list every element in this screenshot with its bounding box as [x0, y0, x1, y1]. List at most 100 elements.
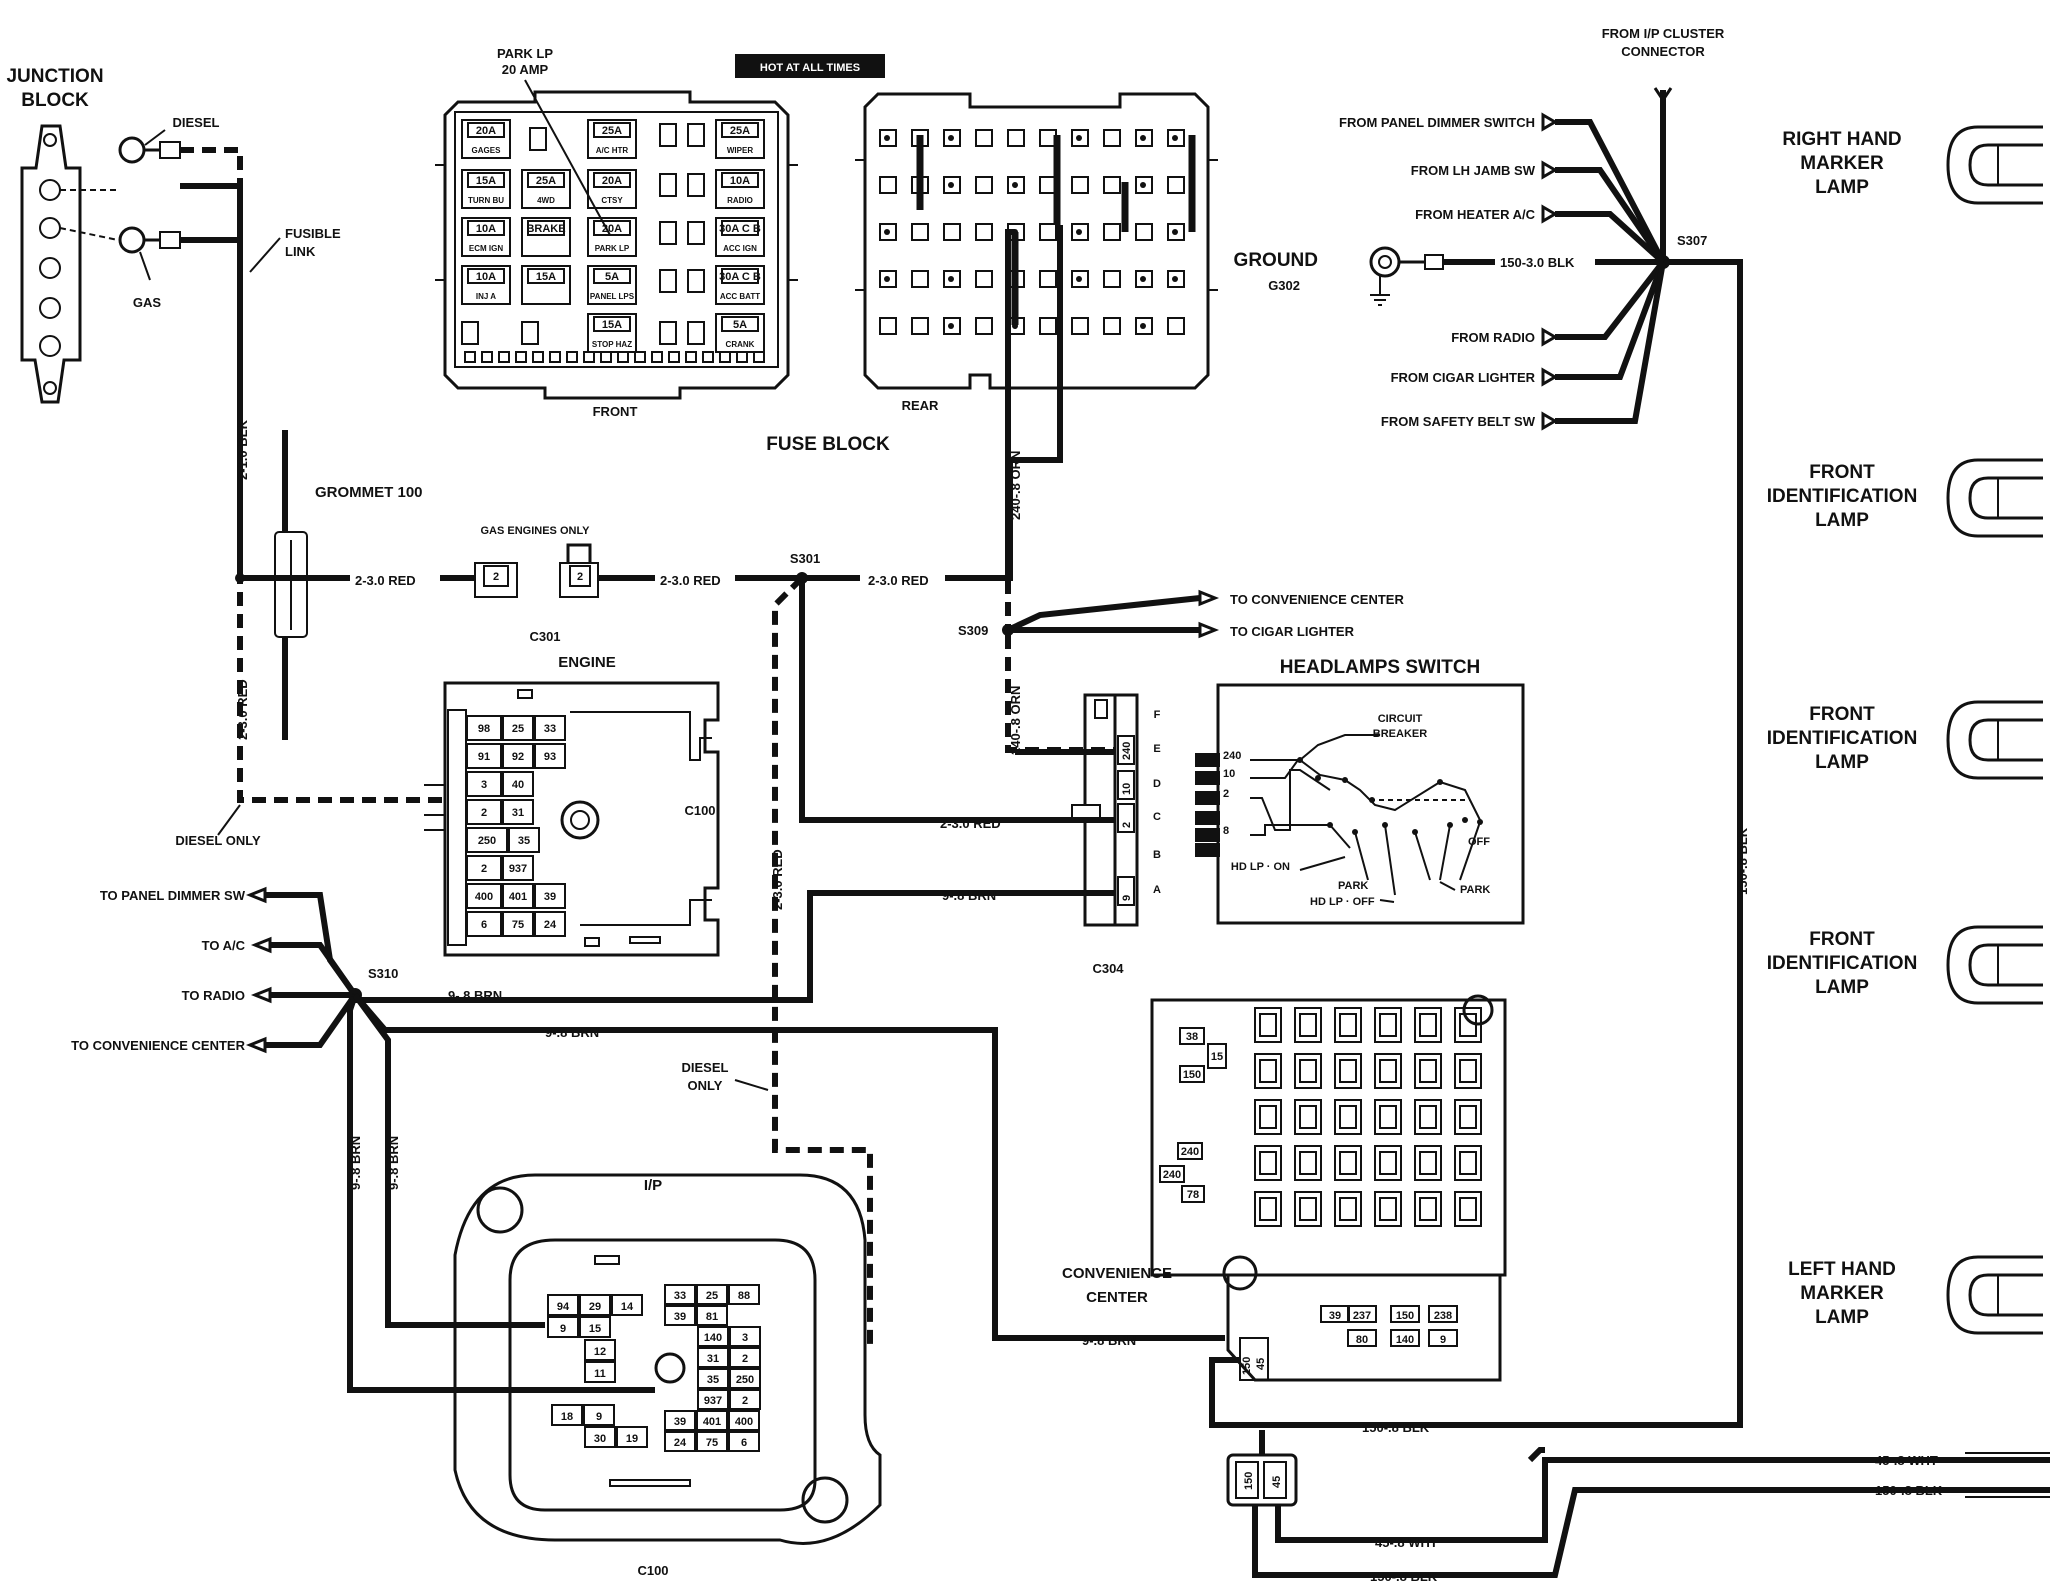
circuit-breaker-label-1: CIRCUIT	[1378, 713, 1423, 725]
fuse-name: TURN BU	[468, 196, 504, 205]
rear-slot	[1071, 129, 1089, 147]
brn-to-headlamp: 9-.8 BRN 9-.8 BRN	[355, 888, 1115, 1003]
cc-conn-45: 45	[1255, 1358, 1267, 1370]
cc-conn-150: 150	[1241, 1357, 1253, 1375]
fuse-slot	[464, 351, 476, 363]
rear-slot	[1071, 176, 1089, 194]
rear-slot	[879, 129, 897, 147]
rear-slot	[943, 270, 961, 288]
lamp-label: MARKER	[1800, 1283, 1884, 1304]
junction-block-label-1: JUNCTION	[6, 66, 103, 87]
ip-c100-cell: 29	[589, 1301, 601, 1313]
ip-cluster-label-1: FROM I/P CLUSTER	[1602, 26, 1725, 41]
rear-terminal	[884, 229, 890, 235]
fuse-slot	[659, 269, 677, 293]
off-label: OFF	[1468, 836, 1490, 848]
grommet-100: GROMMET 100	[274, 430, 423, 740]
cc-bottom-cell: 39	[1329, 1310, 1341, 1322]
wire-2-3-0-red-v: 2-3.0 RED	[235, 679, 250, 740]
rear-terminal	[1140, 323, 1146, 329]
fuse-rating: 30A C B	[719, 271, 761, 283]
lamp-label: RIGHT HAND	[1782, 129, 1901, 150]
cc-fuse	[1414, 1191, 1442, 1227]
ip-c100-cell: 25	[706, 1290, 718, 1302]
c304-pin-b: B	[1153, 849, 1161, 861]
ip-c100-cell: 9	[596, 1411, 602, 1423]
fuse-slot	[461, 321, 479, 345]
hot-at-all-times-label: HOT AT ALL TIMES	[760, 62, 860, 74]
circuit-breaker-label-2: BREAKER	[1373, 728, 1427, 740]
lamp-label: FRONT	[1809, 462, 1875, 483]
lower-conn-45: 45	[1271, 1476, 1283, 1488]
c304-pin-e: E	[1153, 743, 1160, 755]
hl-circuit: 2	[1223, 788, 1229, 800]
fuse-slot	[659, 221, 677, 245]
cc-fuse	[1294, 1145, 1322, 1181]
ip-c100-cell: 14	[621, 1301, 634, 1313]
wire-9-brn-a: 9-.8 BRN	[942, 888, 996, 903]
rear-slot	[1039, 317, 1057, 335]
rear-slot	[1167, 317, 1185, 335]
rear-terminal	[1076, 135, 1082, 141]
cc-cell: 38	[1186, 1031, 1198, 1043]
cc-fuse	[1454, 1145, 1482, 1181]
wire-9-brn-d: 9-.8 BRN	[1082, 1333, 1136, 1348]
fuse-slot	[687, 269, 705, 293]
ip-c100-cell: 35	[707, 1374, 719, 1386]
s310-target-2: TO RADIO	[182, 988, 245, 1003]
park-lp-label-2: 20 AMP	[502, 62, 549, 77]
junction-block-label-2: BLOCK	[21, 90, 89, 111]
fusible-links: DIESEL GAS FUSIBLE LINK	[59, 115, 341, 310]
lamp-label: LEFT HAND	[1788, 1259, 1896, 1280]
ip-c100-cell: 2	[742, 1395, 748, 1407]
fuse-slot	[481, 351, 493, 363]
ip-c100-cell: 88	[738, 1290, 750, 1302]
rear-slot	[1071, 223, 1089, 241]
circuit-150-blk: 150-.8 BLK 150-.8 BLK	[1209, 259, 1750, 1435]
rear-slot	[1007, 129, 1025, 147]
rear-terminal	[1076, 276, 1082, 282]
c304-pin-c: C	[1153, 811, 1161, 823]
gas-engines-only-label: GAS ENGINES ONLY	[480, 525, 590, 537]
fuse-rating: 30A C B	[719, 223, 761, 235]
rear-slot	[1135, 223, 1153, 241]
rear-slot	[1167, 270, 1185, 288]
fuse-rating: 20A	[602, 223, 622, 235]
fuse-rating: 20A	[476, 125, 496, 137]
lamp-label: LAMP	[1815, 177, 1869, 198]
rear-terminal	[884, 135, 890, 141]
cc-fuse	[1254, 1053, 1282, 1089]
rear-slot	[975, 176, 993, 194]
rear-slot	[1071, 317, 1089, 335]
wire-150-blk-b: 150-.8 BLK	[1370, 1569, 1438, 1584]
fuse-slot	[659, 321, 677, 345]
engine-c100-cell: 35	[518, 835, 530, 847]
rear-terminal	[1140, 135, 1146, 141]
cc-bottom-cell: 150	[1396, 1310, 1414, 1322]
wire-9-brn-v2: 9-.8 BRN	[386, 1136, 401, 1190]
ip-c100-cell: 400	[735, 1416, 753, 1428]
hl-circuit: 8	[1223, 825, 1229, 837]
front-label: FRONT	[593, 404, 638, 419]
cc-cell: 15	[1211, 1051, 1223, 1063]
engine-c100-cell: 92	[512, 751, 524, 763]
from-cigar-lighter: FROM CIGAR LIGHTER	[1391, 370, 1536, 385]
fuse-block-rear: REAR	[855, 92, 1218, 413]
engine-c100-cell: 2	[481, 807, 487, 819]
hl-pin	[1195, 771, 1220, 785]
lamp-housing	[1946, 458, 2043, 538]
wire-150-blk-a: 150-.8 BLK	[1362, 1420, 1430, 1435]
rear-slot	[1103, 129, 1121, 147]
